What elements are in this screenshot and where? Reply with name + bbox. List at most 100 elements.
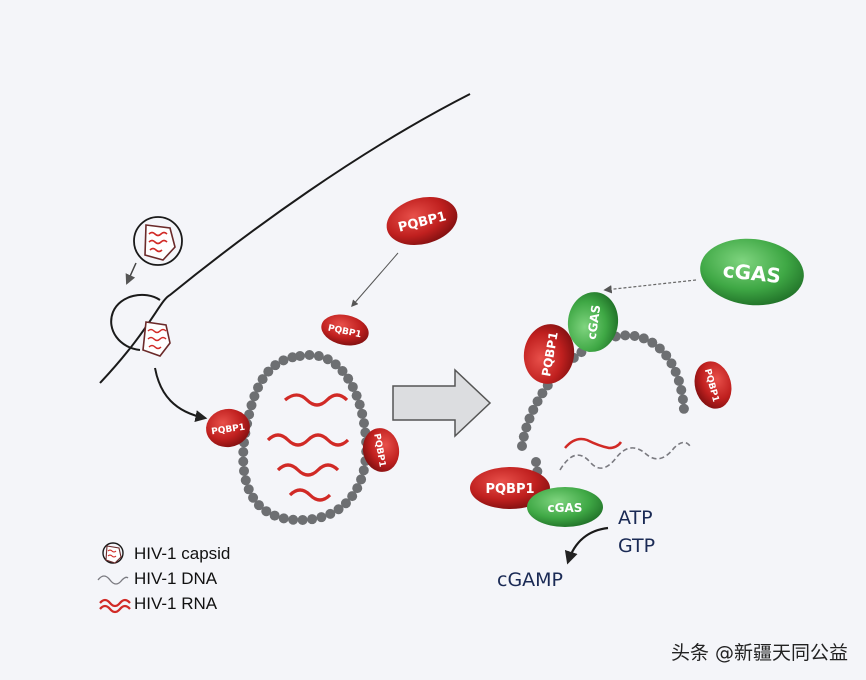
legend-dna-label: HIV-1 DNA [134,569,218,588]
membrane-capsid-icon [142,321,171,357]
rna-strand-1 [283,393,349,407]
capsid-bead [297,514,308,525]
watermark: 头条 @新疆天同公益 [670,642,848,664]
capsid-bead [253,500,264,511]
pqbp1-complex: PQBP1 [470,467,550,509]
capsid-bead [532,396,543,407]
released-rna [564,437,623,450]
capsid-bead [677,394,688,405]
capsid-bead [517,441,527,451]
capsid-bead [249,391,260,402]
capsid-bead [248,492,259,503]
legend-capsid-label: HIV-1 capsid [134,544,230,563]
capsid-bead [661,350,672,361]
cgas-recruit-arrow [603,279,697,294]
capsid-bead [304,350,315,361]
capsid-bead [287,352,298,363]
capsid-bead [528,404,539,415]
capsid-bead [243,484,254,495]
capsid-bead [673,375,684,386]
cgamp-label: cGAMP [497,569,563,591]
capsid-bead [629,330,640,341]
capsid-bead [666,358,677,369]
legend-rna-icon [99,598,131,608]
capsid-bead [524,413,535,424]
atp-label: ATP [618,507,653,529]
capsid-bead [647,337,658,348]
pqbp1-bound-right: PQBP1 [694,361,732,409]
cgas-complex-label: cGAS [548,501,583,515]
capsid-bead [239,465,250,476]
pqbp1-top: PQBP1 [321,314,369,346]
capsid-bead [347,491,358,502]
capsid-bead [313,351,324,362]
capsid-bead [322,354,333,365]
capsid-bead [278,513,289,524]
capsid-bead [357,408,368,419]
capsid-bead [240,475,251,486]
capsid-bead [358,465,369,476]
capsid-bead [278,355,289,366]
free-capsid-icon [133,216,183,266]
capsid-bead [340,498,351,509]
cgas-complex: cGAS [527,487,603,527]
capsid-bead [325,508,336,519]
cgas-free: cGAS [700,238,804,306]
pqbp1-free: PQBP1 [386,197,458,245]
released-dna [559,441,691,471]
capsid-bead [531,457,541,467]
capsid-bead [263,366,274,377]
capsid-entry-arrow [125,262,137,285]
legend-rna-label: HIV-1 RNA [134,594,218,613]
capsid-bead [316,512,327,523]
capsid-bead [356,474,367,485]
capsid-bead [343,373,354,384]
capsid-bead [269,510,280,521]
rna-strand-2 [266,433,350,447]
rna-strand-4 [288,488,332,502]
capsid-bead [246,400,257,411]
legend: HIV-1 capsid HIV-1 DNA HIV-1 RNA [97,542,230,614]
capsid-bead [620,330,631,341]
capsid-bead [358,418,369,429]
capsid-bead [257,374,268,385]
capsid-bead [288,514,299,525]
capsid-bead [347,381,358,392]
capsid-bead [670,366,681,377]
capsid-bead [333,504,344,515]
pqbp1-right: PQBP1 [362,428,400,472]
capsid-bead [295,351,305,361]
capsid-bead [518,431,529,442]
capsid-bead [351,390,362,401]
capsid-bead [307,514,318,525]
capsid-bead [676,385,687,396]
endocytosis-cup [110,293,161,351]
capsid-bead [238,456,249,467]
gtp-label: GTP [618,535,655,557]
rna-strand-3 [276,463,340,477]
capsid-bead [330,359,341,370]
legend-capsid-icon [102,542,124,564]
capsid-bead [354,399,365,410]
capsid-bead [521,422,532,433]
capsid-bead [678,403,689,414]
capsid-bead [253,382,264,393]
capsid-bead [270,360,281,371]
capsid-bead [244,409,255,420]
capsid-ring-beads [238,350,372,525]
cgas-bound-top-label: cGAS [585,304,604,341]
uncoating-arrow [154,367,208,422]
capsid-bead [537,388,548,399]
capsid-bead [352,483,363,494]
capsid-bead [638,333,649,344]
pqbp1-bound-left: PQBP1 [523,324,575,384]
pqbp1-left-label: PQBP1 [211,423,246,438]
legend-rna-icon-strand2 [99,604,131,614]
capsid-bead [238,446,249,457]
capsid-bead [261,506,272,517]
cgas-bound-top: cGAS [567,292,619,352]
transition-arrow [392,368,492,438]
capsid-bead [654,343,665,354]
pqbp1-recruit-arrow [351,252,399,308]
pqbp1-left: PQBP1 [206,408,250,448]
